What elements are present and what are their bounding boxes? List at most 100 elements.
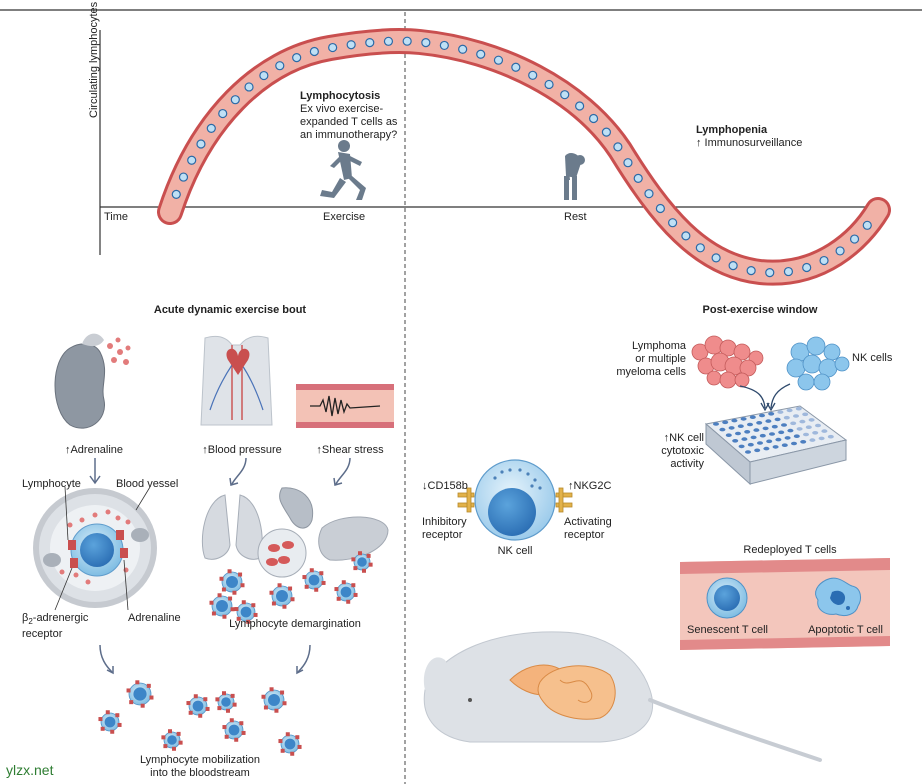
nk-activity-line: cytotoxic [661,445,704,457]
plate-well [781,423,787,427]
vessel-lymphocyte [528,70,538,80]
plate-well [808,418,815,422]
lymphoma-label: Lymphoma or multiple myeloma cells [616,340,686,379]
plate-well [795,406,802,411]
plate-well [741,437,748,441]
lymphocytosis-title: Lymphocytosis [300,90,381,102]
vessel-lymphocyte [644,189,654,199]
plate-well [769,432,775,436]
plate-well [713,422,719,426]
plate-well [757,441,763,445]
nkg2c-label: ↑NKG2C [568,480,612,492]
plate-well [766,439,773,444]
plate-well [774,417,781,422]
lymphoma-line: Lymphoma [631,340,686,352]
vessel-lymphocyte [746,266,756,276]
vessel-lymphocyte [623,158,633,168]
plate-well [786,408,793,413]
right-heading: Post-exercise window [702,304,818,316]
vessel-lymphocyte [511,62,521,72]
vessel-lymphocyte [711,253,721,263]
x-label-exercise: Exercise [323,211,366,223]
vessel-lymphocyte [695,243,705,253]
vessel-leader-lines [54,486,151,611]
shear-stress-label: ↑Shear stress [316,444,384,456]
lymphocytosis-line: an immunotherapy? [300,129,398,141]
vessel-lymphocyte [728,261,738,271]
lymphocyte-icon [261,687,287,713]
vessel-lymphocyte [458,44,468,54]
plate-well [772,445,779,449]
vessel-demargination-icon [257,528,307,578]
plate-well [753,428,760,432]
plate-well [812,431,819,435]
blood-pressure-label: ↑Blood pressure [202,444,282,456]
apoptotic-t-cell-icon [815,577,861,617]
plate-well [768,412,775,416]
plate-well [818,436,825,441]
mobilization-label: Lymphocyte mobilization into the bloodst… [120,754,280,780]
activating-receptor-label: Activating receptor [564,516,612,542]
plate-well [781,443,788,448]
beta2-receptor-label: β2-adrenergic receptor [22,612,88,641]
lymphopenia-sub: ↑ Immunosurveillance [696,137,803,149]
vessel-lymphocyte [588,113,599,124]
plate-well [725,433,732,438]
lymphopenia-annotation: Lymphopenia ↑ Immunosurveillance [696,124,802,150]
vessel-lymphocyte [668,218,678,228]
plate-well [738,444,745,449]
nk-cells-cluster-icon [786,336,850,391]
lymphocytosis-annotation: Lymphocytosis Ex vivo exercise- expanded… [300,90,397,142]
mouse-illustration [423,631,822,762]
redeployed-label: Redeployed T cells [743,544,837,556]
x-label-rest: Rest [564,211,587,223]
senescent-label: Senescent T cell [687,624,768,636]
vessel-lymphocyte [862,220,872,230]
plate-well [809,438,816,442]
lymphocyte-icon [209,593,235,619]
vessel-lymphocyte [230,95,240,105]
plate-well [815,423,821,428]
vessel-lymphocyte [259,70,269,81]
vessel-lymphocyte [346,40,356,50]
x-label-time: Time [104,211,129,223]
adrenaline-molecule-label: Adrenaline [128,612,181,624]
lymphopenia-title: Lymphopenia [696,124,768,136]
vessel-lymphocyte [439,40,449,51]
nk-activity-line: activity [670,458,704,470]
plate-well [728,426,735,430]
plate-well [759,413,765,418]
shear-stress-icon [296,384,394,428]
plate-well [783,415,790,420]
microplate-icon [704,405,848,486]
vessel-lymphocyte [187,155,197,165]
lymphocyte-icon [126,680,154,708]
blood-vessel-label: Blood vessel [116,478,179,490]
inhibitory-line: Inhibitory [422,516,467,528]
vessel-lymphocyte [421,38,431,48]
plate-well [805,425,812,430]
plate-well [784,436,791,440]
plate-well [763,446,770,451]
plate-well [722,420,729,425]
vessel-lymphocyte [309,46,319,57]
lymphocyte-icon [302,568,326,592]
plate-well [740,417,747,421]
plate-well [759,433,766,438]
vessel-lymphocyte [633,173,643,183]
plate-well [790,421,797,426]
vessel-lymphocyte [206,123,216,133]
vessel-curve [157,28,891,286]
lymphocyte-icon [161,729,183,751]
plate-well [777,410,784,414]
vessel-lymphocyte [544,79,554,90]
vessel-lymphocyte [275,61,285,71]
apoptotic-label: Apoptotic T cell [808,624,883,636]
plate-well [749,415,756,420]
y-axis-label: Circulating lymphocytes [88,1,100,118]
liver-icon [318,516,389,561]
lymphocyte-icon [222,718,246,742]
plate-well [787,428,794,433]
lymphocyte-label: Lymphocyte [22,478,81,490]
